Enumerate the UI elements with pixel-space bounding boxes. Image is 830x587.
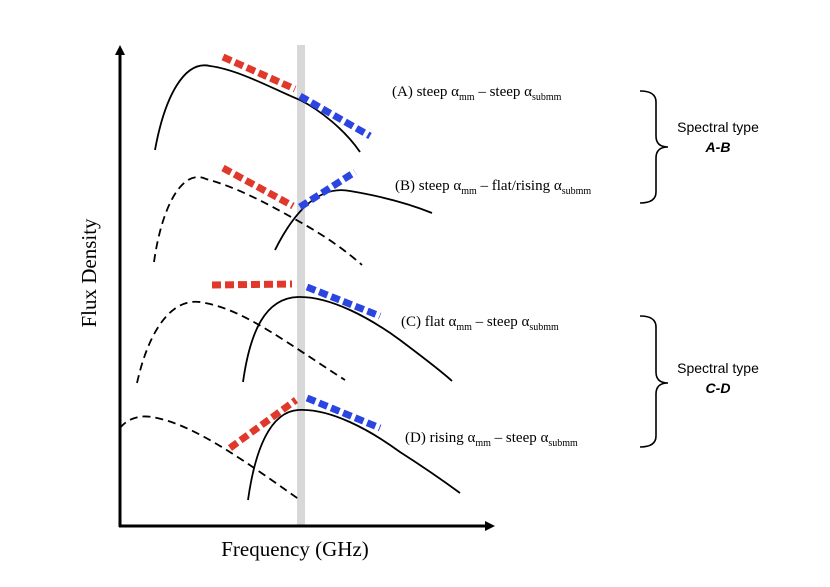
case-d-mm-segment <box>227 397 299 451</box>
case-a-mm-segment <box>221 53 297 93</box>
case-d-dashed-curve <box>119 415 301 501</box>
case-c-mm-segment <box>211 280 293 289</box>
x-axis-label: Frequency (GHz) <box>221 537 369 561</box>
group-a-b-type: A-B <box>705 139 731 155</box>
group-c-d-title: Spectral type <box>677 360 759 376</box>
case-b-label: (B) steep αmm – flat/rising αsubmm <box>395 178 591 197</box>
case-d-label: (D) rising αmm – steep αsubmm <box>405 430 578 449</box>
case-c-label: (C) flat αmm – steep αsubmm <box>401 314 559 333</box>
group-a-b-title: Spectral type <box>677 119 759 135</box>
case-b-solid-curve <box>274 189 433 251</box>
case-c-solid-curve <box>242 296 453 383</box>
mm-submm-separator <box>297 45 305 525</box>
case-a-label: (A) steep αmm – steep αsubmm <box>392 84 562 103</box>
case-c-dashed-curve <box>136 300 346 384</box>
case-a-submm-segment <box>298 92 372 140</box>
y-axis-label: Flux Density <box>77 218 101 328</box>
case-b-dashed-curve <box>153 176 363 266</box>
group-c-d-type: C-D <box>706 380 731 396</box>
case-d-submm-segment <box>305 394 382 432</box>
case-b-mm-segment <box>221 164 295 210</box>
case-c-submm-segment <box>305 283 382 320</box>
brace-c-d <box>639 315 669 448</box>
case-b-submm-segment <box>298 169 357 210</box>
case-d-solid-curve <box>247 409 461 501</box>
case-a-solid-curve <box>154 64 361 153</box>
brace-a-b <box>639 90 669 204</box>
